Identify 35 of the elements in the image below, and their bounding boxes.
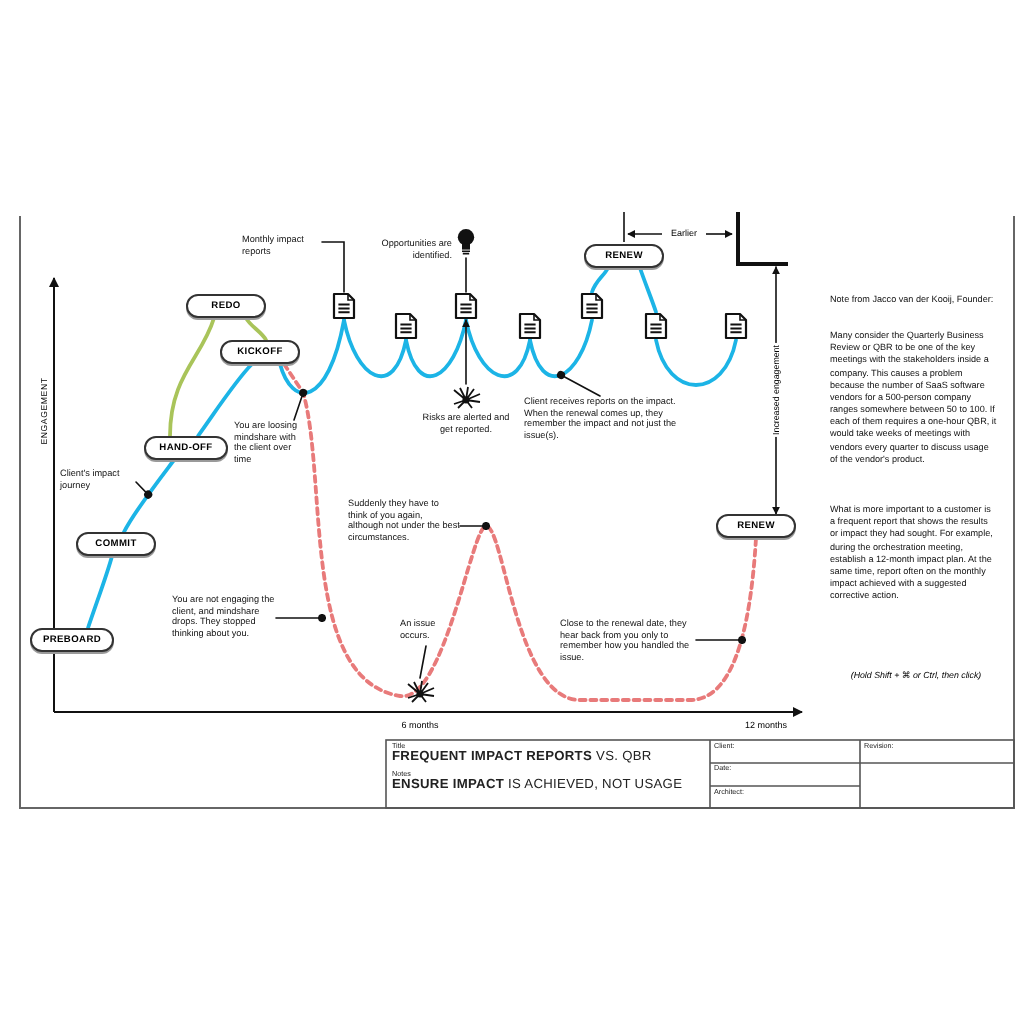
journey-line bbox=[654, 338, 738, 387]
leader-line bbox=[275, 613, 327, 623]
burst-icon bbox=[404, 678, 436, 702]
document-icon bbox=[394, 312, 418, 340]
leader-line bbox=[459, 521, 491, 531]
journey-line bbox=[590, 266, 610, 294]
document-icon bbox=[724, 312, 748, 340]
threshold-step bbox=[736, 212, 788, 266]
document-icon bbox=[644, 312, 668, 340]
journey-line bbox=[404, 318, 468, 379]
journey-line bbox=[528, 318, 594, 379]
journey-line bbox=[638, 266, 658, 314]
document-icon bbox=[580, 292, 604, 320]
journey-line bbox=[196, 362, 254, 438]
leader-line bbox=[293, 388, 308, 421]
burst-icon bbox=[450, 384, 482, 408]
document-icon bbox=[518, 312, 542, 340]
journey-line bbox=[342, 318, 408, 379]
journey-line bbox=[282, 362, 758, 702]
leader-line bbox=[135, 481, 153, 499]
journey-line bbox=[464, 318, 532, 379]
leader-line bbox=[419, 645, 427, 679]
leader-line bbox=[465, 257, 467, 293]
journey-line bbox=[168, 316, 216, 438]
document-icon bbox=[332, 292, 356, 320]
journey-line bbox=[278, 318, 346, 395]
journey-line bbox=[122, 458, 176, 534]
leader-line bbox=[695, 635, 747, 645]
leader-line bbox=[321, 241, 345, 293]
document-icon bbox=[454, 292, 478, 320]
journey-line bbox=[244, 316, 268, 342]
journey-line bbox=[86, 554, 114, 630]
lightbulb-icon bbox=[456, 228, 476, 258]
leader-line bbox=[462, 319, 470, 385]
leader-line bbox=[556, 370, 601, 397]
